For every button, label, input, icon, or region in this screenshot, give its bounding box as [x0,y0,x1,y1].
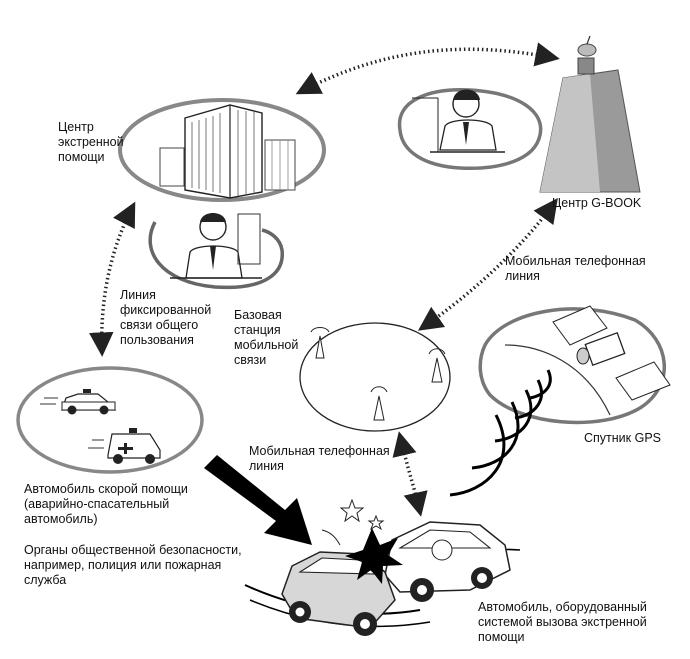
operator-headset-icon [170,213,262,279]
cell-antenna-icon [428,348,446,383]
gbook-center-label: Центр G-BOOK [552,196,642,210]
link-mobile-top [417,198,558,331]
dispatch-arrow [204,455,312,545]
fixed-line-label: Линия фиксированной связи общего пользов… [120,288,212,347]
base-station-node [299,322,451,432]
gps-satellite-label: Спутник GPS [584,431,661,445]
cell-antenna-icon [310,327,330,359]
gbook-operator-node [397,88,543,170]
equipped-car-label: Автомобиль, оборудованный системой вызов… [478,600,647,644]
emergency-operator-node [148,213,284,290]
emergency-center-label: Центр экстренной помощи [58,120,124,164]
car-crash-icon [281,498,511,636]
police-car-icon [40,389,117,415]
ambulance-label: Автомобиль скорой помощи (аварийно-спаса… [24,482,188,526]
office-building-icon [159,104,296,199]
emergency-center-node [118,98,326,202]
gbook-center-node [539,35,641,193]
ambulance-icon [88,428,161,464]
crash-scene-node [244,498,521,636]
base-station-label: Базовая станция мобильной связи [234,308,299,367]
link-mobile-bottom [392,431,428,517]
gps-satellite-node [478,305,671,425]
link-gbook-emergency [295,42,560,95]
gps-satellite-icon [552,305,671,401]
cell-antenna-icon [370,386,388,421]
emergency-vehicles-node [16,366,204,474]
public-safety-label: Органы общественной безопасности, наприм… [24,543,242,587]
gbook-tower-icon [539,35,641,193]
mobile-line-top-label: Мобильная телефонная линия [505,254,646,283]
mobile-line-bottom-label: Мобильная телефонная линия [249,444,390,473]
gps-signal-waves [449,369,552,497]
operator-headset-icon [412,89,505,153]
